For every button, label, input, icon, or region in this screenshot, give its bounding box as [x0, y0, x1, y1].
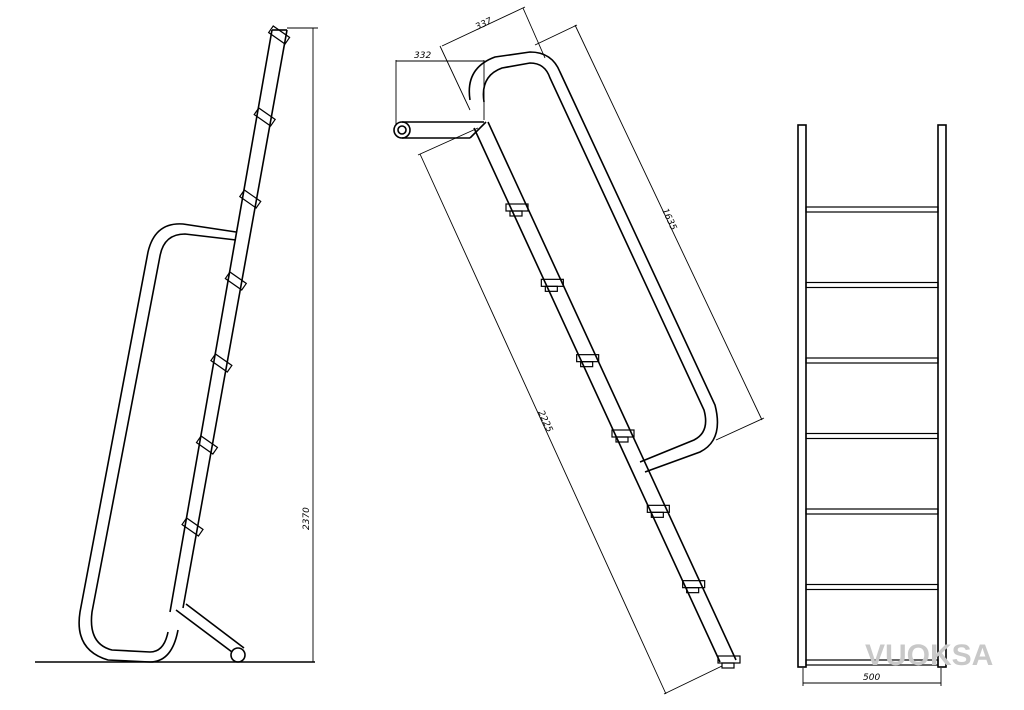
height-dimension: 2370: [287, 27, 318, 662]
inclined-tread: [540, 278, 564, 292]
height-dim-label: 2370: [302, 507, 312, 530]
side-tread: [181, 517, 204, 537]
inclined-tread: [576, 354, 600, 368]
side-stile: [169, 29, 288, 613]
side-foot: [175, 603, 246, 663]
front-rungs: [805, 206, 939, 666]
width-dim-label: 500: [863, 673, 880, 683]
width-dimension: 500: [802, 668, 942, 686]
inclined-tread: [682, 580, 706, 594]
side-tread: [195, 435, 219, 455]
inclined-tread: [611, 429, 635, 443]
front-view: VUOKSA 500: [797, 124, 993, 686]
inclined-tread: [505, 203, 529, 217]
inclined-tread: [646, 504, 670, 518]
foot-offset-dimension: 332: [395, 51, 485, 124]
handrail-length-dim-label: 1635: [659, 207, 678, 232]
side-view: 2370: [35, 25, 318, 663]
foot-offset-dim-label: 332: [414, 51, 431, 61]
stile-length-dimension: 2225: [417, 127, 723, 695]
side-tread: [238, 189, 262, 209]
front-rung: [805, 357, 939, 364]
inclined-view: 332 337 1635 2225: [393, 6, 765, 695]
side-tread: [253, 107, 277, 127]
side-tread: [224, 271, 248, 291]
left-stile: [797, 124, 807, 668]
right-stile: [937, 124, 947, 668]
inclined-treads: [505, 203, 741, 669]
side-tread: [267, 25, 291, 45]
front-rung: [805, 659, 939, 666]
inclined-foot: [393, 121, 487, 139]
watermark-logo: VUOKSA: [865, 639, 993, 672]
front-rung: [805, 206, 939, 213]
rail-width-dim-label: 337: [474, 16, 494, 32]
stile-length-dim-label: 2225: [535, 409, 554, 434]
front-rung: [805, 432, 939, 440]
side-handrail-loop: [78, 223, 237, 663]
front-rung: [805, 583, 939, 591]
side-tread: [210, 353, 233, 373]
front-rung: [805, 508, 939, 515]
inclined-tread: [717, 655, 741, 669]
inclined-stile: [473, 121, 737, 663]
side-treads: [181, 25, 291, 537]
handrail-length-dimension: 1635: [534, 24, 765, 441]
front-rung: [805, 281, 939, 289]
inclined-handrail-loop: [468, 51, 719, 473]
